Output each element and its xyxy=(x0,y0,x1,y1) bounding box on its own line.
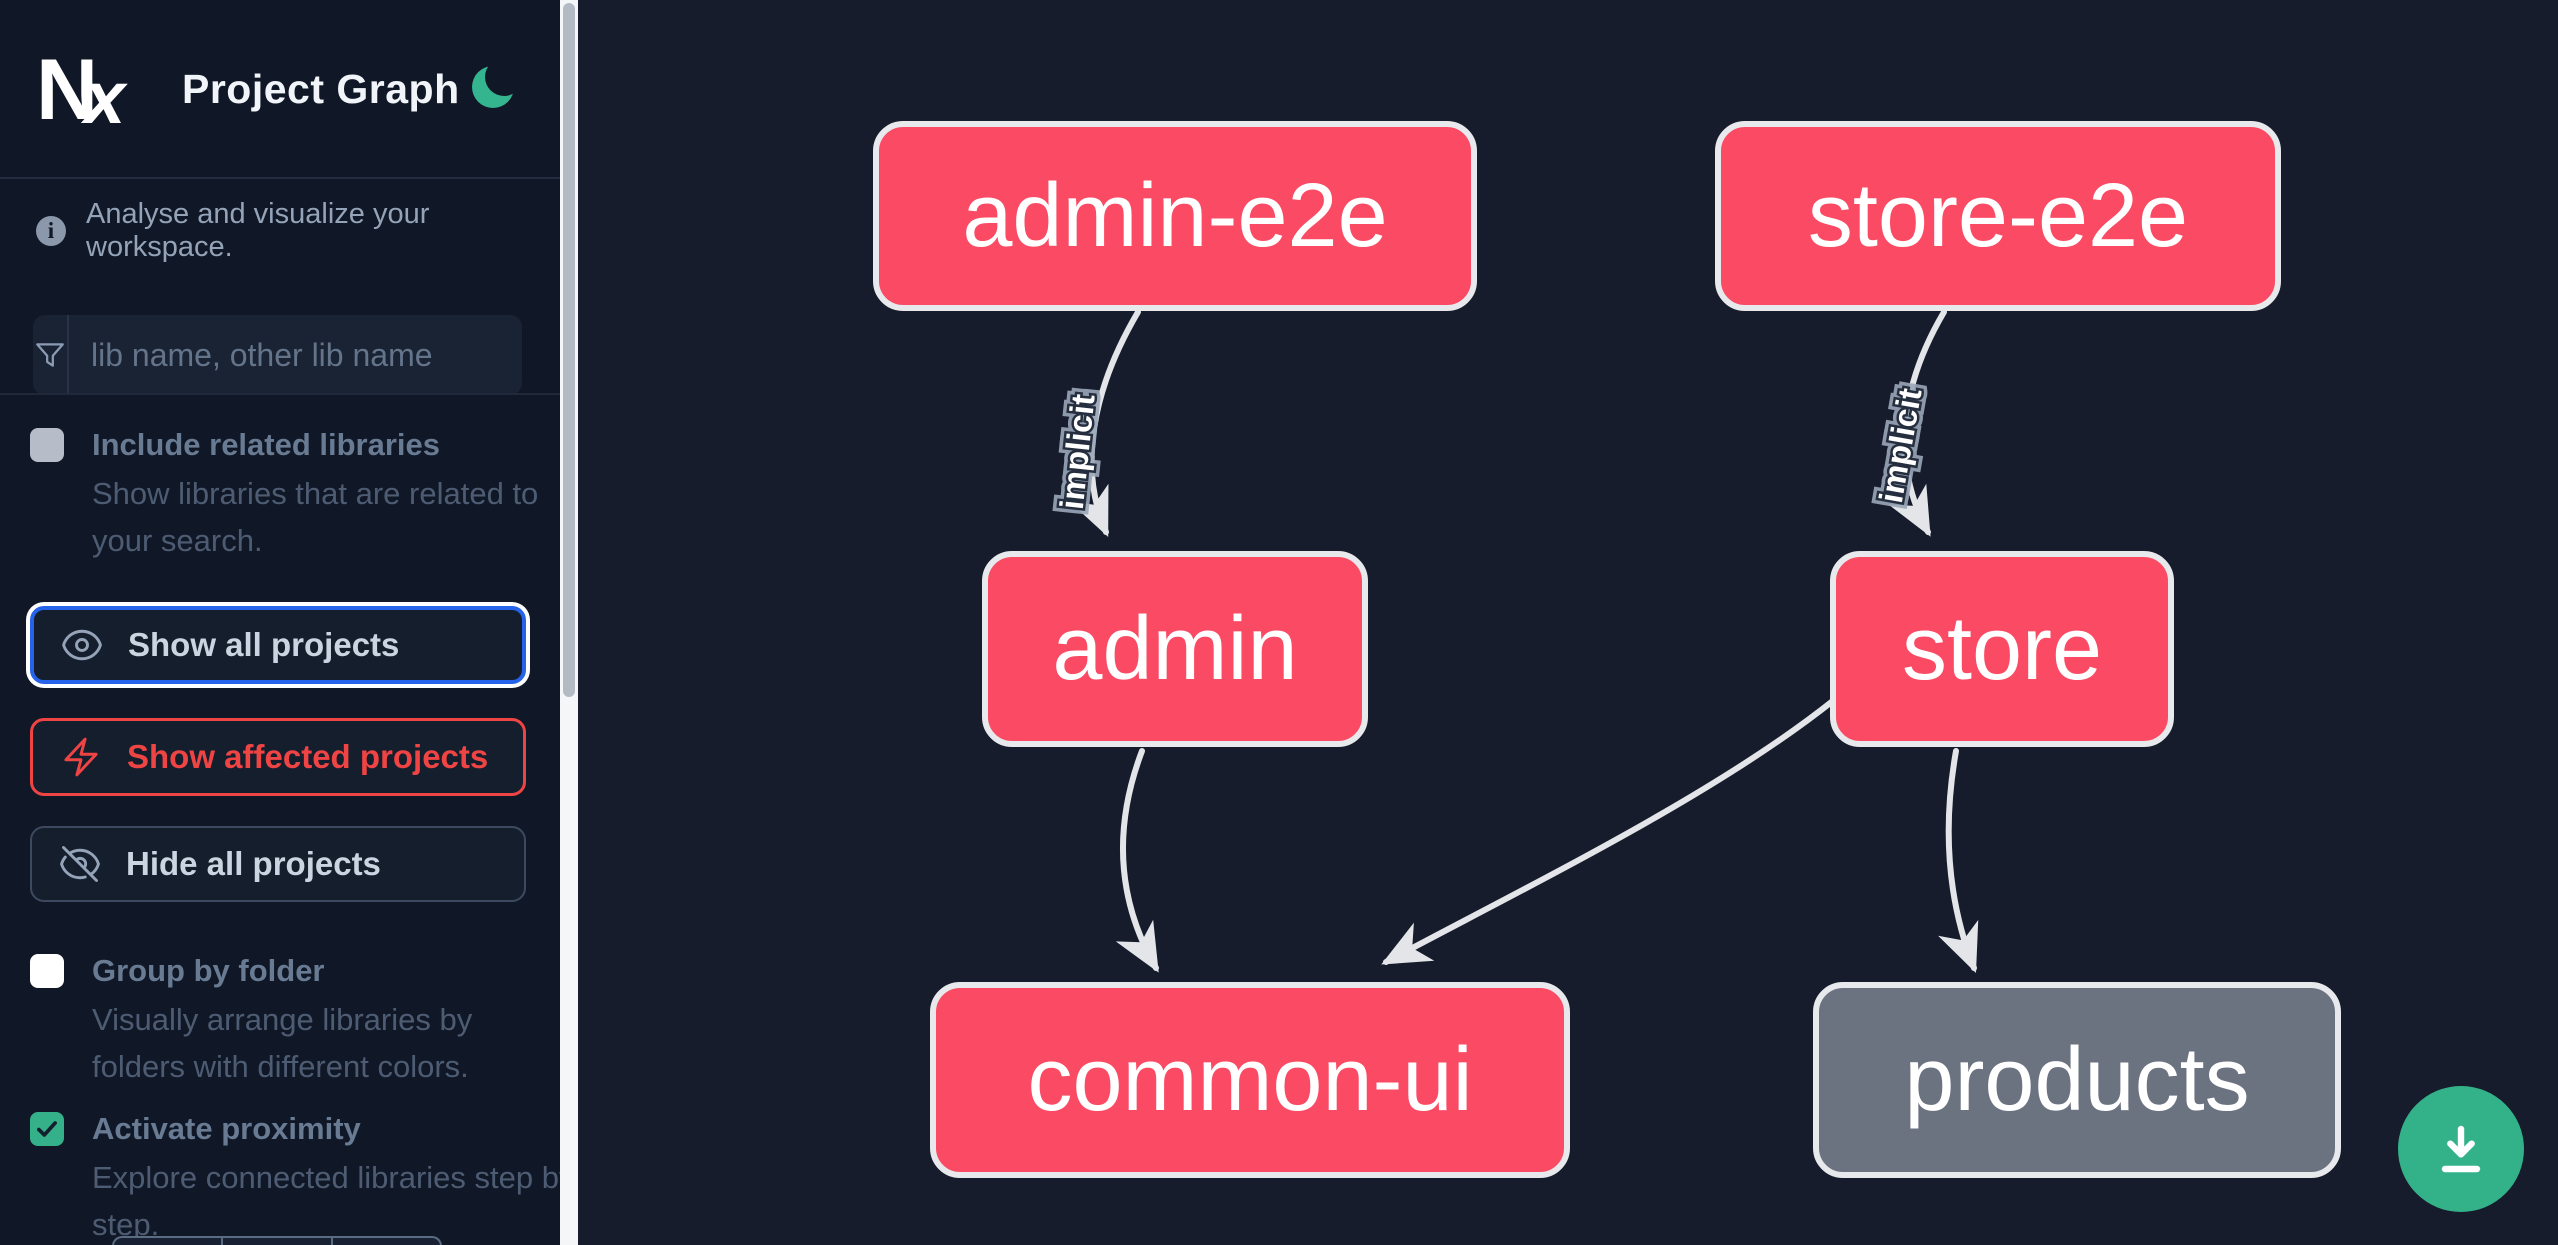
library-filter xyxy=(33,315,522,395)
eye-icon xyxy=(62,629,102,661)
include-related-libraries-option: Include related libraries Show libraries… xyxy=(30,424,540,564)
activate-proximity-label: Activate proximity xyxy=(92,1111,361,1146)
graph-node-admin-e2e[interactable]: admin-e2e xyxy=(873,121,1477,311)
scrollbar-thumb[interactable] xyxy=(563,3,575,697)
node-label: common-ui xyxy=(1027,1029,1473,1130)
search-input[interactable] xyxy=(69,315,522,395)
info-text: Analyse and visualize your workspace. xyxy=(86,198,430,263)
proximity-depth-control[interactable] xyxy=(112,1236,442,1245)
node-label: products xyxy=(1904,1029,2250,1130)
nx-logo-x: x xyxy=(84,55,126,139)
eye-slash-icon xyxy=(60,846,100,882)
graph-node-store[interactable]: store xyxy=(1830,551,2174,747)
show-affected-projects-label: Show affected projects xyxy=(127,738,489,775)
activate-proximity-option: Activate proximity Explore connected lib… xyxy=(30,1108,574,1245)
show-all-projects-button[interactable]: Show all projects xyxy=(30,606,526,684)
download-icon xyxy=(2441,1125,2481,1173)
node-label: admin-e2e xyxy=(962,165,1388,266)
activate-proximity-description: Explore connected libraries step by step… xyxy=(92,1160,575,1242)
nx-logo-n: N xyxy=(36,41,98,138)
moon-cutout xyxy=(485,58,523,96)
hide-all-projects-label: Hide all projects xyxy=(126,845,381,882)
group-by-folder-label: Group by folder xyxy=(92,953,325,988)
dark-mode-moon-icon[interactable] xyxy=(472,58,523,108)
nx-logo[interactable]: N x xyxy=(36,42,154,139)
info-icon: i xyxy=(36,216,66,246)
include-related-label: Include related libraries xyxy=(92,427,441,462)
proximity-decrement-segment[interactable] xyxy=(114,1238,221,1245)
page-title: Project Graph xyxy=(182,66,460,112)
show-all-projects-label: Show all projects xyxy=(128,626,400,663)
workspace-info: i Analyse and visualize your workspace. xyxy=(36,198,536,264)
include-related-checkbox[interactable] xyxy=(30,428,64,462)
sidebar-header: N x Project Graph xyxy=(0,0,560,179)
node-label: store-e2e xyxy=(1807,165,2189,266)
graph-node-admin[interactable]: admin xyxy=(982,551,1368,747)
filter-funnel-icon xyxy=(33,315,69,395)
bolt-icon xyxy=(64,737,98,777)
sidebar-divider xyxy=(0,393,560,395)
download-graph-button[interactable] xyxy=(2398,1086,2524,1212)
include-related-description: Show libraries that are related to your … xyxy=(92,476,539,558)
proximity-increment-segment[interactable] xyxy=(330,1238,440,1245)
proximity-value-segment xyxy=(221,1238,330,1245)
activate-proximity-checkbox[interactable] xyxy=(30,1112,64,1146)
group-by-folder-option: Group by folder Visually arrange librari… xyxy=(30,950,540,1090)
hide-all-projects-button[interactable]: Hide all projects xyxy=(30,826,526,902)
sidebar: N x Project Graph i Analyse and visualiz… xyxy=(0,0,574,1245)
node-label: store xyxy=(1901,598,2103,699)
sidebar-scrollbar[interactable] xyxy=(560,0,578,1245)
show-affected-projects-button[interactable]: Show affected projects xyxy=(30,718,526,796)
group-by-folder-checkbox[interactable] xyxy=(30,954,64,988)
check-icon xyxy=(37,1121,57,1137)
graph-node-common-ui[interactable]: common-ui xyxy=(930,982,1570,1178)
graph-node-products[interactable]: products xyxy=(1813,982,2341,1178)
graph-node-store-e2e[interactable]: store-e2e xyxy=(1715,121,2281,311)
group-by-folder-description: Visually arrange libraries by folders wi… xyxy=(92,1002,473,1084)
node-label: admin xyxy=(1052,598,1298,699)
